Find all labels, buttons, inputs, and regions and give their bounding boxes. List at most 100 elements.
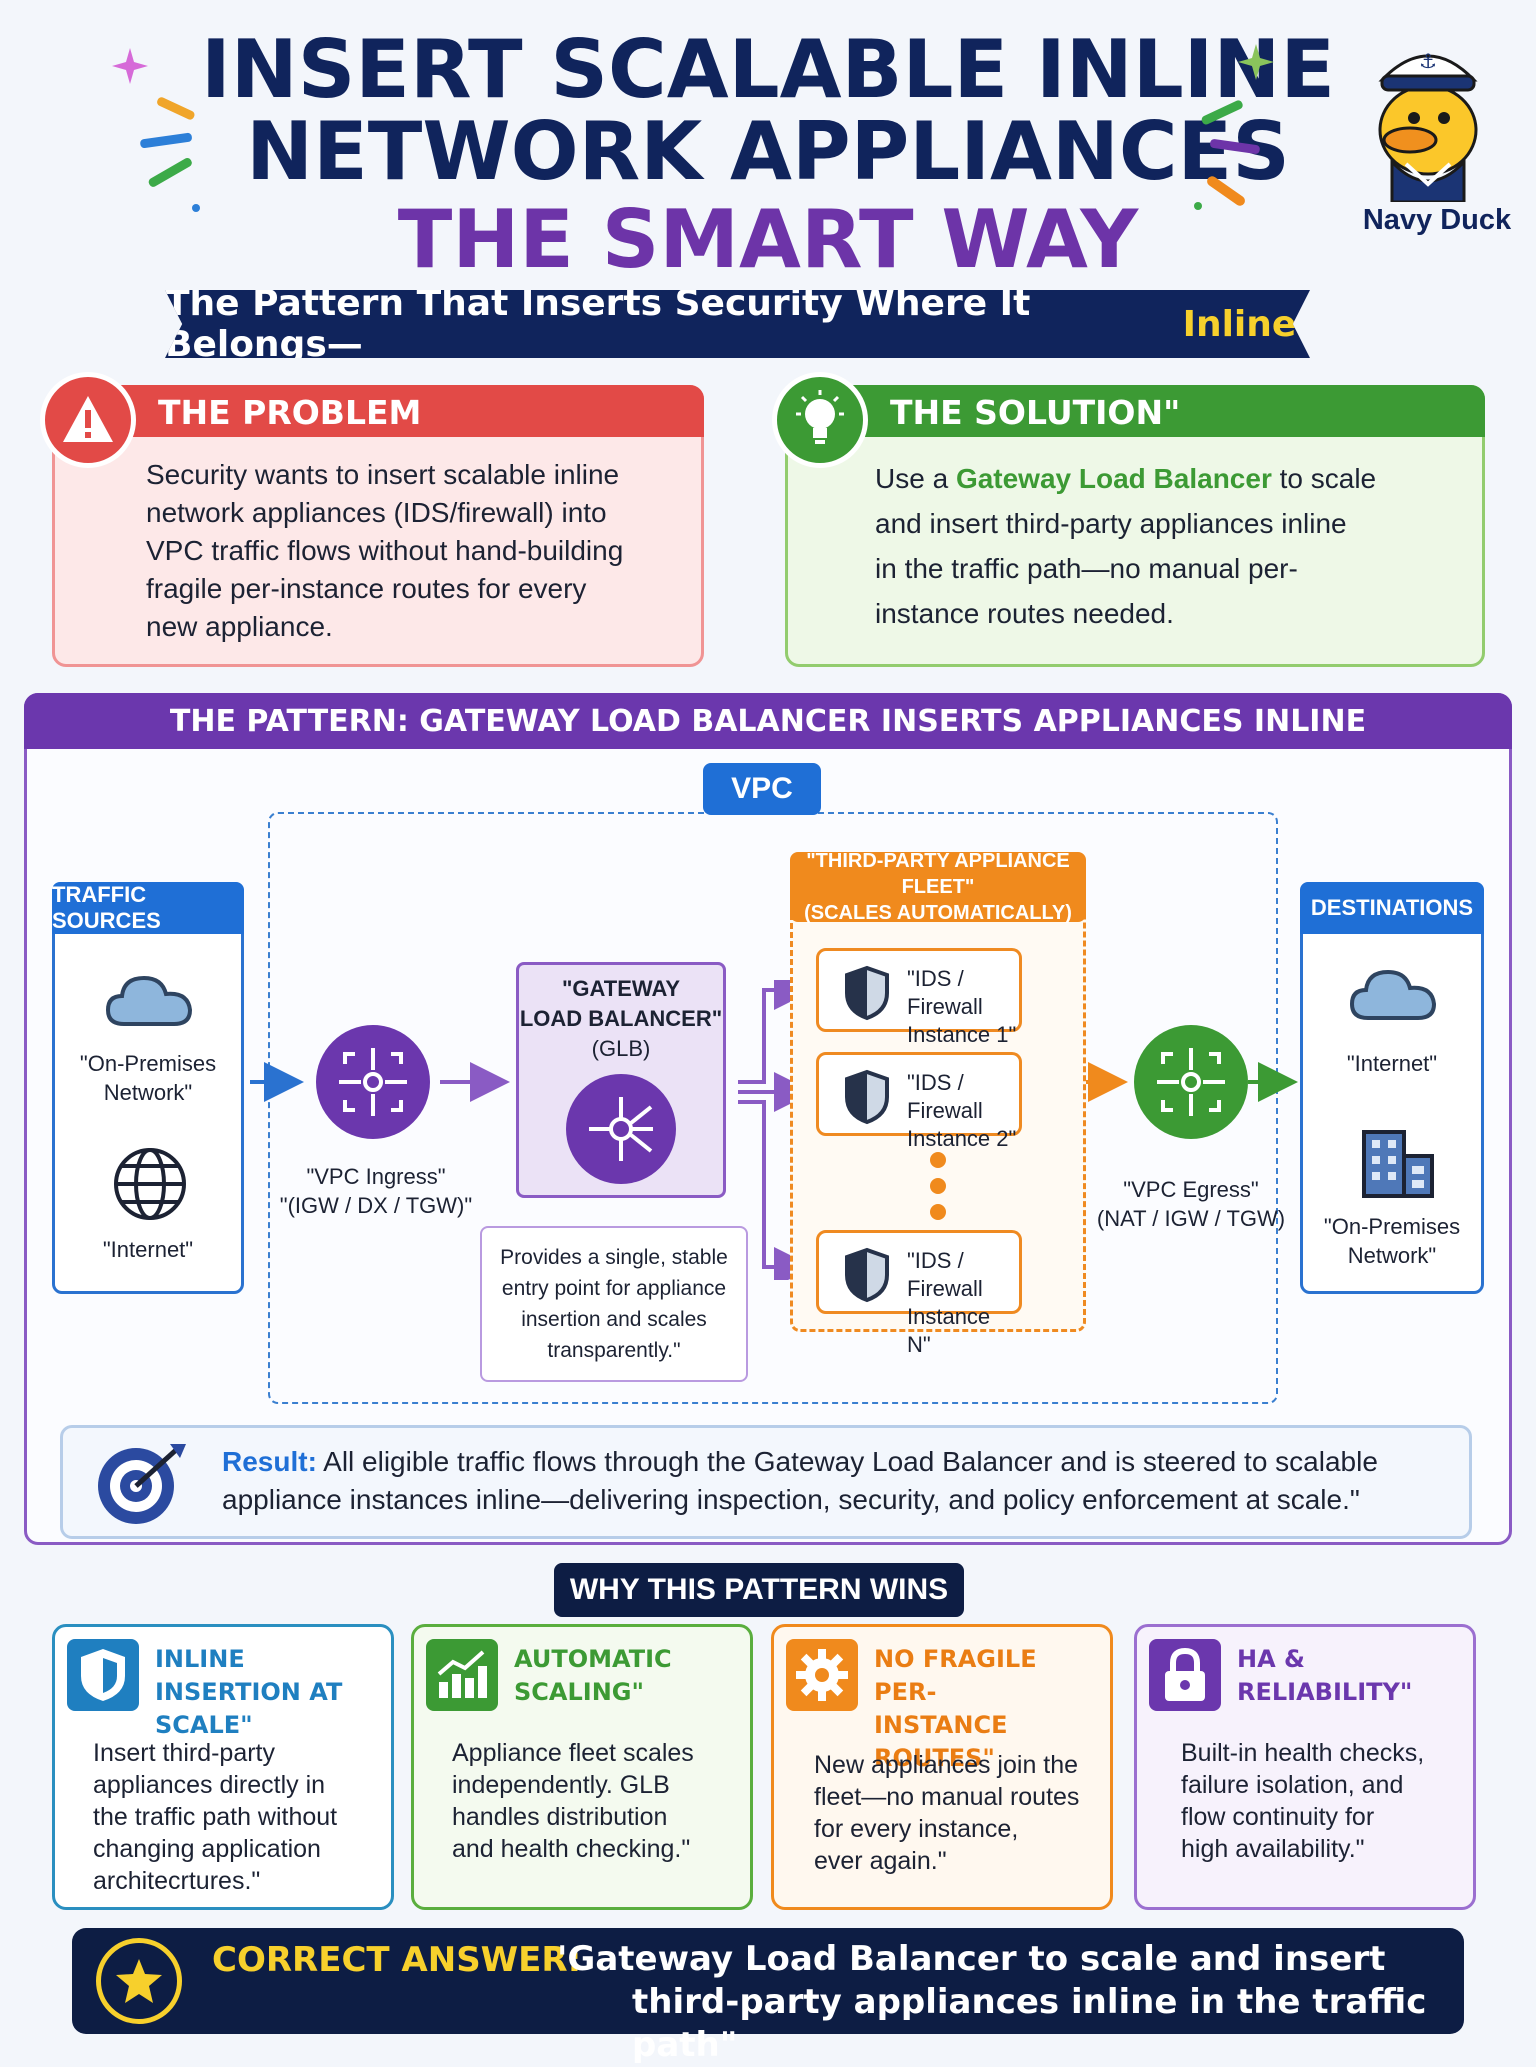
solution-header — [785, 385, 1485, 437]
benefit-line: the traffic path without — [93, 1803, 338, 1831]
benefit-title: NO FRAGILE PER-INSTANCE ROUTES" — [874, 1645, 1037, 1772]
network-hub-icon — [339, 1048, 407, 1116]
egress-line: "VPC Egress" — [1123, 1177, 1259, 1202]
benefit-line: changing application — [93, 1835, 321, 1863]
answer-label: CORRECT ANSWER: — [212, 1940, 582, 1980]
benefit-card-ha: HA & RELIABILITY" Built-in health checks… — [1134, 1624, 1476, 1910]
appliance-fleet-title: "THIRD-PARTY APPLIANCE FLEET" (SCALES AUT… — [790, 850, 1086, 924]
lock-icon — [1165, 1647, 1205, 1701]
destination-internet-label: "Internet" — [1346, 1051, 1438, 1076]
destinations-title: DESTINATIONS — [1300, 882, 1484, 934]
warning-badge — [40, 372, 136, 468]
fleet-title-line: (SCALES AUTOMATICALLY) — [804, 902, 1072, 924]
banner-highlight: Inline. — [1182, 303, 1310, 345]
traffic-sources-title: TRAFFIC SOURCES — [52, 882, 244, 934]
mascot-label: Navy Duck — [1362, 204, 1512, 236]
benefit-title: INLINE INSERTION AT SCALE" — [155, 1645, 343, 1739]
result-text: Result: All eligible traffic flows throu… — [222, 1443, 1378, 1519]
problem-body: Security wants to insert scalable inline… — [146, 456, 623, 646]
benefit-icon-box — [786, 1639, 858, 1711]
answer-line: third-party appliances inline in the tra… — [632, 1982, 1427, 2065]
benefit-icon-box — [426, 1639, 498, 1711]
vpc-label: VPC — [703, 763, 821, 815]
vpc-egress-label: "VPC Egress" (NAT / IGW / TGW) — [1096, 1175, 1286, 1233]
problem-header — [52, 385, 704, 437]
destinations-box — [1300, 882, 1484, 1294]
result-box — [60, 1425, 1472, 1539]
instance-line: "IDS / Firewall — [907, 1248, 983, 1301]
destination-on-prem-label: "On-Premises Network" — [1323, 1214, 1461, 1268]
glb-note: Provides a single, stable entry point fo… — [500, 1246, 728, 1362]
solution-highlight: Gateway Load Balancer — [955, 463, 1272, 494]
benefit-icon-box — [67, 1639, 139, 1711]
target-icon — [98, 1444, 186, 1524]
glb-node — [566, 1074, 676, 1184]
title-line-2: NETWORK APPLIANCES — [246, 105, 1290, 198]
source-internet-label: "Internet" — [102, 1237, 194, 1262]
vpc-ingress-label: "VPC Ingress" "(IGW / DX / TGW)" — [266, 1162, 486, 1220]
benefit-line: and health checking." — [452, 1835, 691, 1863]
benefit-line: ever again." — [814, 1847, 947, 1875]
problem-title: THE PROBLEM — [158, 393, 422, 432]
ingress-line: "(IGW / DX / TGW)" — [279, 1193, 473, 1218]
star-badge — [96, 1938, 182, 2024]
solution-text: to scale — [1271, 463, 1377, 494]
fleet-title-line: "THIRD-PARTY APPLIANCE FLEET" — [806, 850, 1070, 898]
benefit-line: flow continuity for — [1181, 1803, 1375, 1831]
star-icon — [116, 1959, 162, 2003]
answer-line: 'Gateway Load Balancer to scale and inse… — [557, 1939, 1386, 1979]
benefit-title: HA & RELIABILITY" — [1237, 1645, 1413, 1706]
pattern-title: THE PATTERN: GATEWAY LOAD BALANCER INSER… — [24, 693, 1512, 749]
solution-text: Use a — [875, 463, 956, 494]
solution-line: and insert third-party appliances inline — [875, 508, 1347, 539]
title-line-1: INSERT SCALABLE INLINE — [200, 23, 1336, 116]
instance-line: "IDS / Firewall — [907, 1070, 983, 1123]
glb-line: LOAD BALANCER" — [519, 1006, 723, 1031]
problem-line: fragile per-instance routes for every — [146, 573, 587, 604]
problem-line: Security wants to insert scalable inline — [146, 459, 620, 490]
banner-text: The Pattern That Inserts Security Where … — [165, 283, 1031, 365]
title-line-3: THE SMART WAY — [397, 193, 1139, 286]
benefit-card-scaling: AUTOMATIC SCALING" Appliance fleet scale… — [411, 1624, 753, 1910]
benefit-line: independently. GLB — [452, 1771, 670, 1799]
ingress-line: "VPC Ingress" — [306, 1164, 446, 1189]
traffic-sources-box — [52, 882, 244, 1294]
svg-text:⚓: ⚓ — [1419, 49, 1437, 73]
cloud-icon — [105, 975, 193, 1026]
benefit-line: fleet—no manual routes — [814, 1783, 1080, 1811]
problem-line: new appliance. — [146, 611, 333, 642]
cloud-icon — [1349, 969, 1437, 1020]
source-on-prem-label: "On-Premises Network" — [79, 1051, 217, 1105]
glb-line: "GATEWAY — [561, 976, 680, 1001]
vpc-egress-node — [1134, 1025, 1248, 1139]
building-icon — [1362, 1130, 1434, 1198]
benefit-line: Built-in health checks, — [1181, 1739, 1425, 1767]
benefit-line: Insert third-party — [93, 1739, 276, 1767]
benefit-line: Appliance fleet scales — [452, 1739, 694, 1767]
shield-icon — [845, 1247, 889, 1303]
result-line: All eligible traffic flows through the G… — [316, 1446, 1378, 1477]
duck-mascot-icon: ⚓ — [1378, 49, 1478, 202]
solution-title: THE SOLUTION" — [890, 393, 1181, 432]
instance-line: "IDS / Firewall — [907, 966, 983, 1019]
benefit-card-routes: NO FRAGILE PER-INSTANCE ROUTES" New appl… — [771, 1624, 1113, 1910]
sparkle-icon — [1194, 44, 1274, 210]
sparkle-icon — [112, 48, 200, 212]
benefit-line: appliances directly in — [93, 1771, 326, 1799]
instance-line: Instance 1" — [907, 1022, 1017, 1047]
network-hub-icon — [1157, 1048, 1225, 1116]
shield-icon — [845, 1069, 889, 1125]
benefit-body: Insert third-party appliances directly i… — [93, 1737, 337, 1897]
lightbulb-badge — [772, 372, 868, 468]
subtitle-banner: The Pattern That Inserts Security Where … — [165, 290, 1310, 358]
solution-body: Use a Gateway Load Balancer to scale and… — [875, 456, 1376, 636]
egress-line: (NAT / IGW / TGW) — [1096, 1206, 1286, 1231]
glb-line: (GLB) — [591, 1036, 651, 1061]
benefit-body: Appliance fleet scales independently. GL… — [452, 1737, 694, 1865]
lightbulb-icon — [796, 390, 844, 444]
